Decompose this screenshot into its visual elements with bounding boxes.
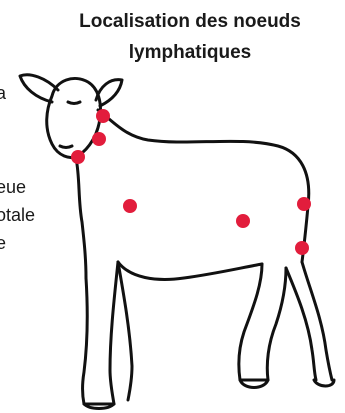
lymph-node-popliteal <box>295 241 309 255</box>
lamb-leg-front-left <box>83 262 119 404</box>
lamb-leg-back-right <box>286 268 316 380</box>
lamb-leg-front-right <box>118 262 132 400</box>
lamb-eye <box>68 102 80 104</box>
lamb-belly <box>118 262 262 279</box>
lamb-leg-back-left <box>239 264 286 380</box>
lamb-back <box>98 110 309 262</box>
lymph-node-prescapular <box>123 199 137 213</box>
lamb-mouth <box>60 146 72 148</box>
lamb-head <box>47 78 101 157</box>
lymph-node-retropharyngeal <box>71 150 85 164</box>
lymph-node-mandibular <box>92 132 106 146</box>
lymph-node-parotid <box>96 109 110 123</box>
lymph-node-prefemoral <box>236 214 250 228</box>
lymph-node-subiliac <box>297 197 311 211</box>
lamb-chest <box>76 158 86 278</box>
